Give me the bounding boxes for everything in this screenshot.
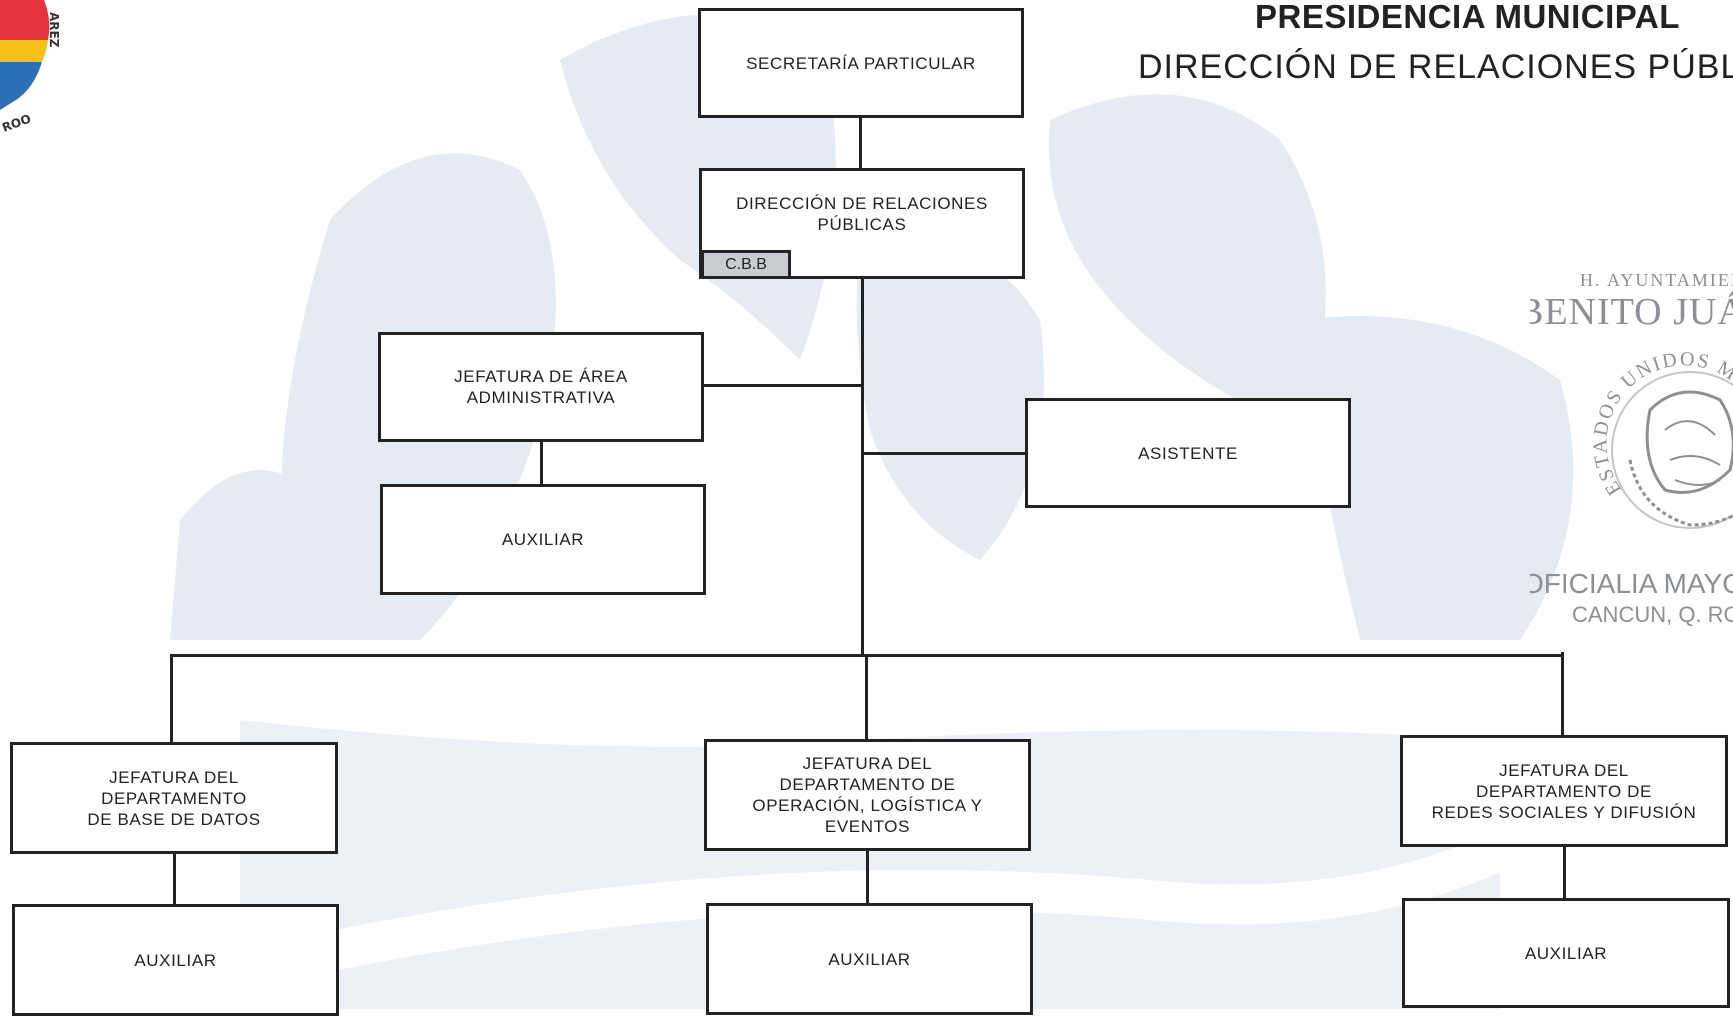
org-box-label: JEFATURA DE ÁREA ADMINISTRATIVA — [454, 367, 628, 407]
org-box-label: JEFATURA DEL DEPARTAMENTO DE OPERACIÓN, … — [752, 754, 983, 836]
connector-line — [702, 384, 863, 387]
seal-line-oficialia: OFICIALIA MAYOR — [1530, 568, 1733, 599]
org-box-jefatura-redes-sociales-difusion: JEFATURA DEL DEPARTAMENTO DE REDES SOCIA… — [1400, 735, 1728, 847]
seal-line-benito-juarez: BENITO JUÁREZ — [1530, 291, 1733, 333]
logo-fragment-text-2: ROO — [0, 112, 33, 135]
org-box-jefatura-base-de-datos: JEFATURA DEL DEPARTAMENTO DE BASE DE DAT… — [10, 742, 338, 854]
org-box-label: JEFATURA DEL DEPARTAMENTO DE REDES SOCIA… — [1431, 760, 1697, 822]
municipal-logo-icon: AREZ ROO — [0, 0, 61, 135]
connector-line — [1561, 652, 1564, 738]
org-box-auxiliar-operacion-logistica: AUXILIAR — [706, 903, 1033, 1015]
org-box-label: JEFATURA DEL DEPARTAMENTO DE BASE DE DAT… — [87, 767, 261, 829]
org-box-label: AUXILIAR — [501, 530, 585, 549]
connector-line — [866, 849, 869, 905]
seal-line-ayuntamiento: H. AYUNTAMIENTO — [1580, 270, 1733, 290]
connector-line — [170, 654, 173, 744]
org-box-auxiliar-base-de-datos: AUXILIAR — [12, 904, 339, 1016]
org-box-label: SECRETARÍA PARTICULAR — [746, 53, 976, 73]
org-box-asistente: ASISTENTE — [1025, 398, 1351, 508]
org-box-label: DIRECCIÓN DE RELACIONES PÚBLICAS — [736, 193, 988, 234]
org-box-label: ASISTENTE — [1138, 443, 1238, 463]
org-box-direccion-relaciones-publicas: DIRECCIÓN DE RELACIONES PÚBLICAS — [699, 168, 1025, 279]
logo-fragment-text: AREZ — [47, 12, 61, 48]
org-box-jefatura-area-administrativa: JEFATURA DE ÁREA ADMINISTRATIVA — [378, 332, 704, 442]
org-box-label: AUXILIAR — [134, 950, 217, 970]
org-box-secretaria-particular: SECRETARÍA PARTICULAR — [698, 8, 1024, 118]
connector-line — [173, 852, 176, 906]
connector-line — [1563, 845, 1566, 900]
page-title: PRESIDENCIA MUNICIPAL — [1255, 0, 1680, 35]
org-box-auxiliar-administrativa: AUXILIAR — [380, 484, 706, 595]
connector-line — [859, 116, 862, 170]
org-box-jefatura-operacion-logistica-eventos: JEFATURA DEL DEPARTAMENTO DE OPERACIÓN, … — [704, 739, 1031, 851]
connector-line — [861, 277, 864, 656]
connector-line — [863, 452, 1027, 455]
seal-line-cancun: CANCUN, Q. ROO — [1572, 602, 1733, 627]
cbb-badge: C.B.B — [701, 250, 791, 279]
page-subtitle: DIRECCIÓN DE RELACIONES PÚBLICAS — [1138, 48, 1733, 86]
org-box-label: AUXILIAR — [1524, 943, 1608, 963]
connector-line — [865, 654, 868, 740]
org-box-label: AUXILIAR — [828, 949, 911, 969]
org-box-auxiliar-redes-sociales: AUXILIAR — [1402, 898, 1730, 1008]
seal-arc-text: ESTADOS UNIDOS MEXICANOS — [1570, 340, 1733, 499]
connector-line — [540, 440, 543, 486]
official-seal: H. AYUNTAMIENTO BENITO JUÁREZ ESTADOS UN… — [1530, 260, 1733, 640]
eagle-emblem-icon: ESTADOS UNIDOS MEXICANOS — [1570, 340, 1733, 529]
svg-text:ESTADOS UNIDOS MEXICANOS: ESTADOS UNIDOS MEXICANOS — [1570, 340, 1733, 499]
